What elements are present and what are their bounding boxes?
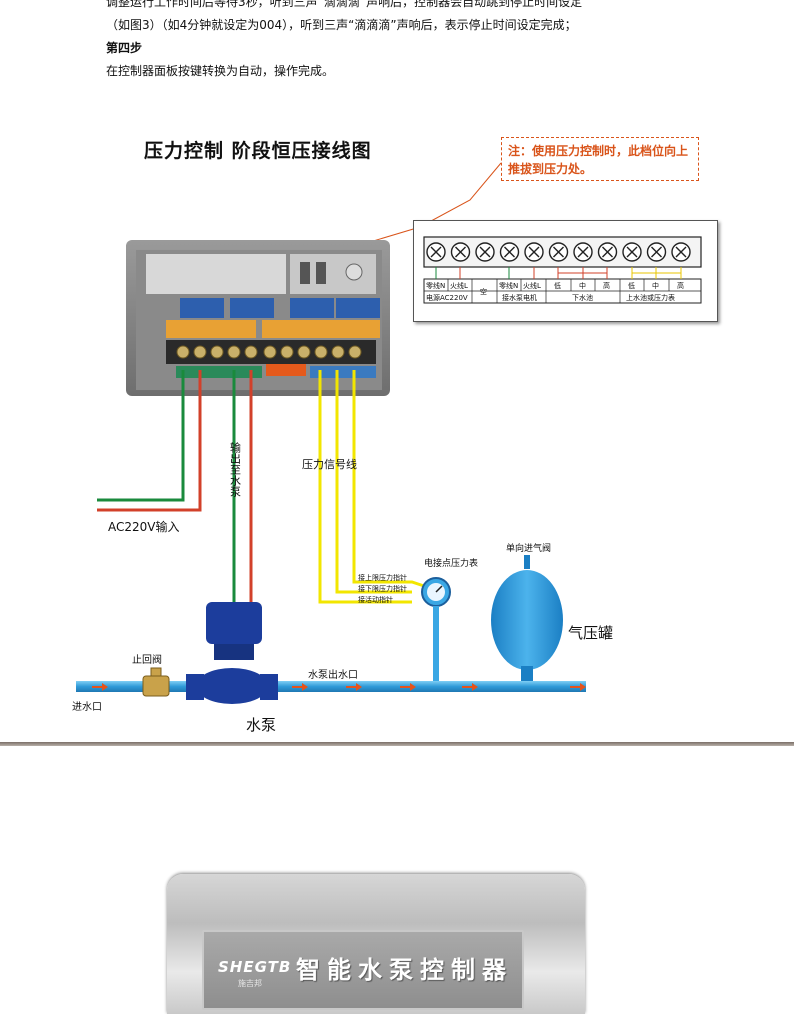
controller-board	[126, 240, 390, 396]
label-outlet: 水泵出水口	[308, 668, 358, 681]
t-neutral1: 零线N	[426, 281, 445, 290]
diagram-title: 压力控制 阶段恒压接线图	[144, 140, 372, 162]
terminal-block-svg: 零线N 火线L 电源AC220V 空 零线N 火线L 接水泵电机 低 中 高 下…	[423, 236, 702, 304]
t-neutral2: 零线N	[499, 281, 518, 290]
t-lower-tank: 下水池	[572, 293, 593, 302]
label-inlet: 进水口	[72, 701, 102, 713]
pressure-gauge-icon	[421, 577, 451, 686]
check-valve-icon	[142, 667, 170, 697]
t-upper-tank: 上水池或压力表	[626, 293, 675, 302]
brand-chinese: 施吉邦	[238, 979, 262, 988]
label-lower-limit: 接下限压力指针	[358, 584, 407, 593]
t-high1: 高	[603, 281, 610, 290]
label-pressure-signal: 压力信号线	[302, 457, 357, 471]
step3-line2: （如图3）（如4分钟就设定为004），听到三声“滴滴滴”声响后，表示停止时间设定…	[106, 18, 577, 32]
water-pump-icon	[186, 602, 278, 704]
t-high2: 高	[677, 281, 684, 290]
wire-signal-1	[318, 370, 412, 604]
t-low1: 低	[554, 281, 561, 290]
label-upper-limit: 接上限压力指针	[358, 573, 407, 582]
step4-text: 在控制器面板按键转换为自动，操作完成。	[106, 64, 335, 78]
label-pump: 水泵	[246, 716, 276, 734]
instruction-steps: 调整运行工作时间后等待3秒，听到三声“滴滴滴”声响后，控制器会自动跳到停止时间设…	[106, 0, 786, 83]
product-name: 智能水泵控制器	[296, 955, 513, 984]
terminal-block-detail: 零线N 火线L 电源AC220V 空 零线N 火线L 接水泵电机 低 中 高 下…	[413, 220, 718, 322]
usage-note: 注：使用压力控制时，此档位向上推拔到压力处。	[501, 137, 699, 181]
section-divider	[0, 742, 794, 746]
wire-live-input	[97, 370, 202, 512]
t-live1: 火线L	[450, 281, 468, 290]
step4-title: 第四步	[106, 41, 143, 55]
label-gauge: 电接点压力表	[424, 557, 478, 569]
controller-front-panel	[202, 930, 524, 1010]
label-valve: 单向进气阀	[506, 542, 551, 554]
pressure-tank-icon	[491, 555, 563, 686]
t-power: 电源AC220V	[426, 293, 468, 302]
label-check-valve: 止回阀	[132, 653, 162, 666]
wire-neutral-input	[97, 370, 185, 502]
brand-logo: SHEGTB	[218, 958, 292, 976]
label-moving: 接活动指针	[358, 595, 393, 604]
t-mid2: 中	[652, 281, 659, 290]
label-output-pump: 输出至水泵	[229, 441, 242, 497]
flow-arrows	[92, 683, 586, 691]
note-leader-line	[359, 162, 502, 246]
t-low2: 低	[628, 281, 635, 290]
t-empty: 空	[480, 287, 487, 296]
step3-line1: 调整运行工作时间后等待3秒，听到三声“滴滴滴”声响后，控制器会自动跳到停止时间设…	[106, 0, 583, 9]
wire-signal-2	[335, 370, 412, 594]
label-ac-input: AC220V输入	[108, 519, 180, 534]
t-mid1: 中	[579, 281, 586, 290]
t-live2: 火线L	[523, 281, 541, 290]
wire-signal-3	[352, 370, 425, 588]
label-tank: 气压罐	[568, 624, 613, 642]
water-pipe	[76, 681, 586, 692]
t-motor: 接水泵电机	[502, 293, 537, 302]
